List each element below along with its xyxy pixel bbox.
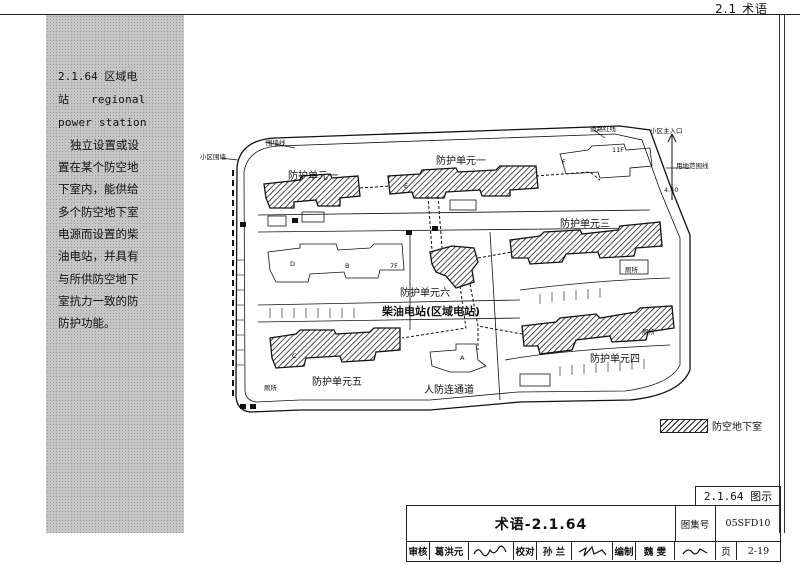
label-unit-6: 防护单元六 <box>400 288 450 299</box>
description-line: 多个防空地下室 <box>58 204 139 219</box>
small-building-3 <box>301 211 325 223</box>
check-label: 校对 <box>514 542 537 560</box>
atlas-label: 图集号 <box>675 506 716 542</box>
label-unit-1-left: 防护单元一 <box>288 171 338 182</box>
label-building-e: E <box>404 182 409 190</box>
design-label: 编制 <box>613 542 636 560</box>
reviewer-signature <box>469 542 514 560</box>
sidebar-panel <box>46 15 184 533</box>
description-line: 油电站，并具有 <box>58 249 139 264</box>
section-number: 2.1 术语 <box>715 2 768 16</box>
passage-7 <box>535 171 601 181</box>
unit-4 <box>521 305 675 355</box>
frame-line-right-outer <box>784 15 785 533</box>
site-boundary-inner <box>243 133 681 403</box>
unit-1-right <box>387 165 539 199</box>
passage-2 <box>427 195 433 251</box>
label-building-b: B <box>345 262 350 270</box>
checker-name: 孙 兰 <box>537 542 572 560</box>
designer-signature <box>675 542 716 560</box>
passage-5 <box>401 285 467 339</box>
description-line: 电源而设置的柴 <box>58 227 139 242</box>
atlas-number: 05SFD10 <box>716 506 780 542</box>
label-land-line: 用地范围线 <box>676 162 709 170</box>
description-line: 独立设置或设 <box>70 137 139 152</box>
label-floors-7f: 7F <box>390 262 398 270</box>
unit-5 <box>269 327 401 369</box>
label-building-f: F <box>562 158 566 166</box>
english-term-line-1: regional <box>91 93 146 107</box>
legend-swatch <box>660 418 708 433</box>
label-elevation: 4.40 <box>664 186 679 194</box>
drawing-title: 术语-2.1.64 <box>407 506 676 542</box>
checker-signature <box>572 542 613 560</box>
label-passage: 人防连通道 <box>424 385 474 396</box>
english-term-line-2: power station <box>58 115 147 129</box>
description-line: 与所供防空地下 <box>58 271 139 286</box>
passage-1 <box>359 185 391 189</box>
unit-6 <box>429 245 479 289</box>
label-building-a: A <box>460 354 465 362</box>
designer-name: 魏 雯 <box>636 542 675 560</box>
label-unit-4: 防护单元四 <box>590 354 640 365</box>
label-unit-1: 防护单元一 <box>436 156 486 167</box>
frame-line-right <box>779 15 780 533</box>
page-label: 页 <box>716 542 737 560</box>
description: 独立设置或设置在某个防空地下室内，能供给多个防空地下室电源而设置的柴油电站，并具… <box>58 134 166 335</box>
reviewer-name: 葛洪元 <box>430 542 469 560</box>
label-building-c: C <box>292 352 297 360</box>
internal-road <box>257 209 651 216</box>
internal-road-6 <box>489 231 501 401</box>
description-line: 下室内，能供给 <box>58 182 139 197</box>
label-unit-3: 防护单元三 <box>560 219 610 230</box>
term-line-2: 站 <box>58 93 69 107</box>
passage-6 <box>469 283 523 335</box>
label-entrance: 小区主入口 <box>650 127 683 135</box>
internal-road-8 <box>504 344 671 361</box>
passage-3 <box>437 195 443 249</box>
internal-road-2 <box>257 227 651 233</box>
building-a-outline <box>429 343 487 373</box>
label-station: 柴油电站(区域电站) <box>382 305 481 318</box>
description-line: 置在某个防空地 <box>58 160 139 175</box>
figure-label: 2.1.64 图示 <box>695 486 781 505</box>
left-edge-stripes <box>237 259 244 366</box>
review-label: 审核 <box>407 542 430 560</box>
page-number: 2-19 <box>747 545 770 557</box>
label-toilet-3: 厕所 <box>264 384 277 392</box>
top-rule <box>0 14 800 15</box>
label-community-wall: 小区围墙 <box>200 153 226 161</box>
title-block: 术语-2.1.64 图集号 05SFD10 审核 葛洪元 校对 孙 兰 编制 魏… <box>406 505 781 562</box>
small-building-5 <box>619 259 649 275</box>
label-unit-5: 防护单元五 <box>312 377 362 388</box>
unit-3 <box>509 221 663 265</box>
label-building-d: D <box>290 260 296 268</box>
dashed-markers <box>240 218 438 409</box>
passage-4 <box>477 251 513 259</box>
label-toilet-2: 厕所 <box>642 328 655 336</box>
label-toilet-1: 厕所 <box>625 266 638 274</box>
entrance-arrow <box>667 133 677 143</box>
sidebar-text: 2.1.64 区域电 站 regional power station 独立设置或… <box>58 66 166 335</box>
legend-label: 防空地下室 <box>712 422 762 433</box>
description-line: 防护功能。 <box>58 316 116 331</box>
small-building-2 <box>449 199 477 211</box>
building-block-left <box>267 243 405 283</box>
label-redline: 道路红线 <box>590 125 616 133</box>
label-wall: 围墙线 <box>266 139 286 147</box>
label-floors-11f: 11F <box>612 146 625 154</box>
internal-road-7 <box>519 277 671 291</box>
building-block-ne <box>559 143 653 179</box>
parking-stripes <box>269 288 645 376</box>
description-line: 室抗力一致的防 <box>58 293 139 308</box>
legend: 防空地下室 <box>660 418 762 433</box>
unit-1-left <box>263 173 361 209</box>
term-line-1: 2.1.64 区域电 <box>58 70 138 83</box>
small-building-1 <box>519 373 551 387</box>
small-building-4 <box>267 215 287 227</box>
internal-road-3 <box>257 299 521 306</box>
